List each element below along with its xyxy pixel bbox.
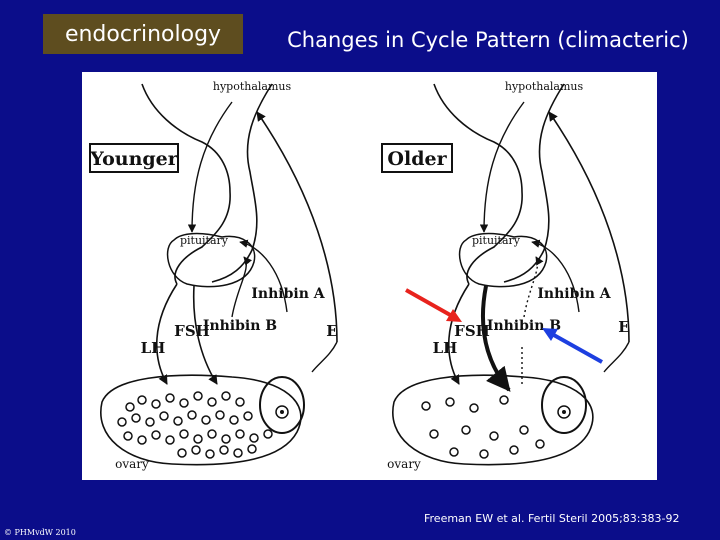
inhibin-b-label-younger: Inhibin B	[203, 318, 277, 334]
panel-title-older: Older	[387, 148, 447, 170]
highlight-arrow-inhibin-b	[542, 328, 603, 364]
inhibin-a-label-older: Inhibin A	[537, 286, 611, 302]
pituitary-younger	[166, 232, 256, 288]
topic-tag: endocrinology	[43, 14, 243, 54]
hpo-axis-figure: Younger hypothalamus pituitary LH FSH In…	[82, 72, 657, 480]
copyright: © PHMvdW 2010	[4, 528, 76, 537]
panel-title-younger: Younger	[89, 148, 179, 170]
lh-label-younger: LH	[141, 339, 166, 357]
fsh-label-younger: FSH	[174, 322, 210, 340]
ovary-older	[392, 374, 594, 466]
follicles-younger	[117, 391, 273, 459]
citation: Freeman EW et al. Fertil Steril 2005;83:…	[424, 512, 680, 525]
pituitary-label-older: pituitary	[472, 234, 521, 247]
hypothalamus-label-older: hypothalamus	[505, 80, 584, 93]
pituitary-label-younger: pituitary	[180, 234, 229, 247]
ovary-label-older: ovary	[387, 457, 421, 471]
figure-svg: Younger hypothalamus pituitary LH FSH In…	[89, 80, 630, 471]
topic-label: endocrinology	[64, 21, 222, 47]
estrogen-label-older: E	[618, 318, 629, 336]
brain-outline-older	[433, 83, 565, 285]
ovary-younger	[100, 374, 302, 466]
follicles-older	[421, 395, 545, 459]
hypothalamus-label-younger: hypothalamus	[213, 80, 292, 93]
brain-outline-younger	[141, 83, 273, 285]
inhibin-b-label-older: Inhibin B	[487, 318, 561, 334]
highlight-arrow-fsh	[405, 288, 462, 322]
lh-label-older: LH	[433, 339, 458, 357]
panel-younger: Younger hypothalamus pituitary LH FSH In…	[89, 80, 338, 471]
slide-title: Changes in Cycle Pattern (climacteric)	[287, 28, 689, 52]
estrogen-label-younger: E	[326, 322, 337, 340]
dominant-follicle-younger	[259, 376, 305, 434]
pituitary-older	[458, 232, 548, 288]
dominant-follicle-older	[541, 376, 587, 434]
ovary-label-younger: ovary	[115, 457, 149, 471]
panel-older: Older hypothalamus pituitary LH FSH Inhi…	[381, 80, 630, 471]
fsh-label-older: FSH	[454, 322, 490, 340]
inhibin-a-label-younger: Inhibin A	[251, 286, 325, 302]
